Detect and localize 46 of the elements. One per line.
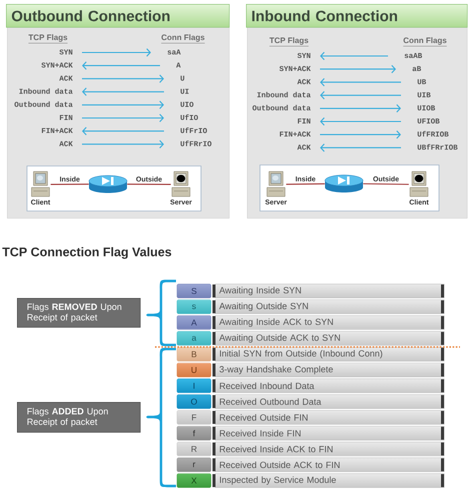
curly-bracket [146,348,176,488]
flag-letter-chip: R [176,442,212,456]
arrow [82,126,164,136]
link-line [363,183,409,185]
arrow [320,64,396,74]
arrow [320,91,401,100]
flag-letter-chip: X [176,473,212,488]
column-heading: Conn Flags [161,34,205,44]
heading-bar: Outbound Connection [6,4,230,28]
arrow [82,88,164,96]
flag-letter-chip: a [176,331,212,346]
arrow [82,114,164,122]
router-icon [88,175,128,193]
callout-box: Flags REMOVED Upon Receipt of packet [17,298,141,328]
flag-letter-chip: S [176,284,212,298]
arrow [82,48,151,57]
column-heading: Conn Flags [403,37,447,46]
flag-letter-chip: A [176,315,212,330]
arrow [320,52,388,60]
column-heading: TCP Flags [269,37,309,46]
flag-letter-chip: B [176,347,212,362]
section-title: TCP Connection Flag Values [2,247,172,259]
flag-letter-chip: F [176,410,212,425]
curly-bracket [146,280,176,346]
flag-letter-chip: r [176,458,212,472]
arrow [320,78,401,86]
flag-letter-chip: U [176,362,212,378]
flag-letter-chip: s [176,300,212,314]
router-icon [324,174,364,192]
arrow [320,104,401,113]
arrow [82,100,164,110]
arrow [82,140,164,148]
arrow [320,144,401,152]
flag-letter-chip: O [176,394,212,409]
arrow [320,117,401,126]
link-line [127,184,171,185]
flag-letter-chip: f [176,426,212,440]
arrow [82,61,160,70]
arrow [320,130,401,139]
link-line [50,184,89,185]
link-line [286,183,325,185]
arrow [82,74,164,83]
flag-letter-chip: I [176,378,212,393]
heading-bar: Inbound Connection [246,4,468,28]
column-heading: TCP Flags [28,34,68,44]
callout-box: Flags ADDED Upon Receipt of packet [17,402,141,433]
